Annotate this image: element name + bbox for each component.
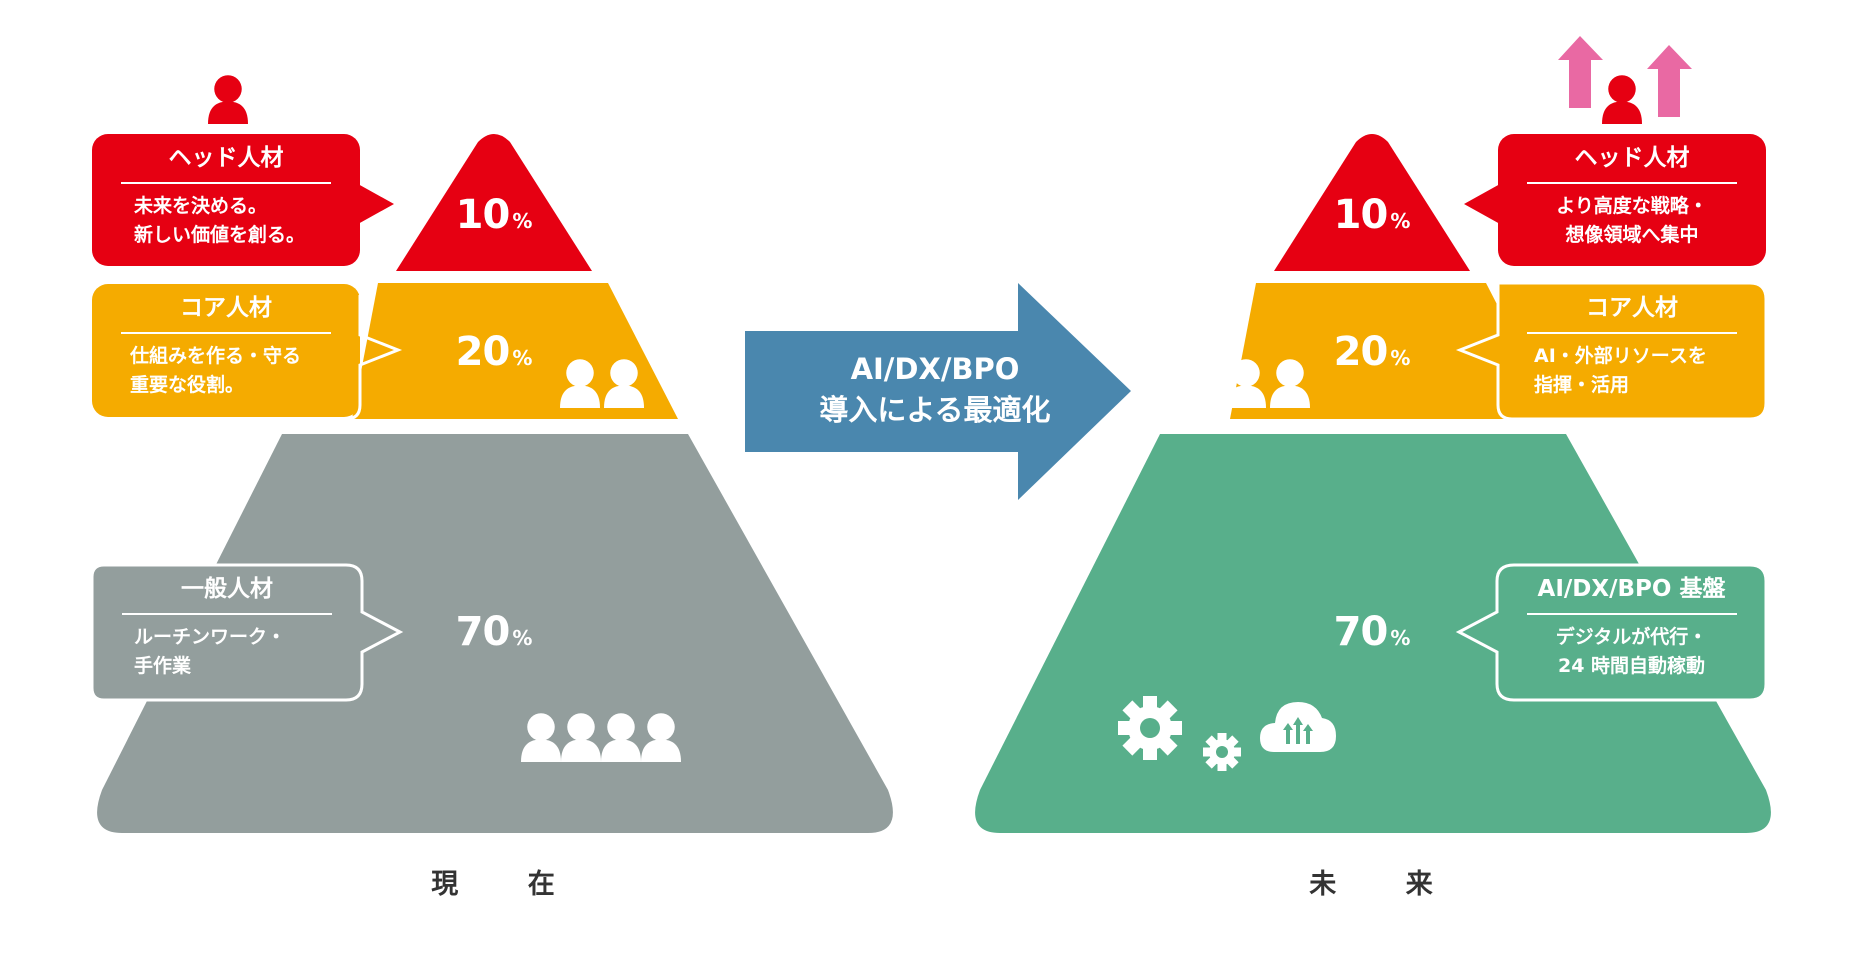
callout-title: ヘッド人材 <box>1574 145 1690 171</box>
desc-line: ルーチンワーク・ <box>134 626 286 648</box>
current-general-percent: 70% <box>456 609 533 655</box>
desc-line: 手作業 <box>134 655 192 677</box>
transition-label: AI/DX/BPO 導入による最適化 <box>745 331 1125 452</box>
future-head-person-icon <box>1602 75 1642 124</box>
callout-divider <box>121 332 331 334</box>
current-pyramid <box>97 134 893 833</box>
desc-line: 24 時間自動稼動 <box>1557 655 1706 677</box>
callout-desc: AI・外部リソースを指揮・活用 <box>1498 334 1766 400</box>
percent-value: 20 <box>1333 329 1389 375</box>
callout-desc: デジタルが代行・ 24 時間自動稼動 <box>1497 615 1766 681</box>
current-general-callout-text: 一般人材 ルーチンワーク・手作業 <box>92 565 362 700</box>
future-head-tier <box>1274 134 1470 271</box>
desc-line: 仕組みを作る・守る <box>130 345 302 367</box>
future-head-callout-text: ヘッド人材 より高度な戦略・想像領域へ集中 <box>1498 134 1766 266</box>
callout-divider <box>1527 182 1737 184</box>
future-head-callout <box>1464 134 1766 266</box>
future-platform-callout-text: AI/DX/BPO 基盤 デジタルが代行・ 24 時間自動稼動 <box>1497 565 1766 700</box>
gear-small-icon <box>1203 733 1241 771</box>
callout-title: AI/DX/BPO 基盤 <box>1537 576 1726 602</box>
desc-line: デジタルが代行・ <box>1555 626 1708 648</box>
percent-value: 70 <box>1333 609 1389 655</box>
callout-title: コア人材 <box>180 295 272 321</box>
desc-line: 重要な役割。 <box>130 374 245 396</box>
future-head-percent: 10% <box>1334 192 1411 238</box>
desc-line: より高度な戦略・ <box>1556 195 1708 217</box>
future-core-callout <box>1455 281 1768 421</box>
current-head-person-icon <box>208 75 248 124</box>
desc-line: AI・外部リソースを <box>1534 345 1707 367</box>
callout-divider <box>121 182 331 184</box>
current-head-callout-text: ヘッド人材 未来を決める。新しい価値を創る。 <box>92 134 360 266</box>
callout-desc: 未来を決める。新しい価値を創る。 <box>92 184 360 250</box>
desc-line: 想像領域へ集中 <box>1565 224 1699 246</box>
callout-divider <box>1527 332 1737 334</box>
callout-divider <box>122 613 332 615</box>
current-core-percent: 20% <box>456 329 533 375</box>
percent-unit: % <box>512 209 533 233</box>
desc-line: 指揮・活用 <box>1534 374 1630 396</box>
current-core-callout <box>92 284 403 421</box>
current-head-percent: 10% <box>456 192 533 238</box>
percent-unit: % <box>1390 346 1411 370</box>
percent-unit: % <box>512 626 533 650</box>
percent-value: 70 <box>455 609 511 655</box>
percent-value: 20 <box>455 329 511 375</box>
transition-line-2: 導入による最適化 <box>819 393 1051 427</box>
future-core-tier <box>1230 283 1556 419</box>
callout-title: 一般人材 <box>181 576 273 602</box>
transition-line-1: AI/DX/BPO <box>850 352 1020 386</box>
current-caption: 現 在 <box>431 869 585 900</box>
current-head-tier <box>396 134 592 271</box>
callout-desc: ルーチンワーク・手作業 <box>92 615 362 681</box>
future-core-percent: 20% <box>1334 329 1411 375</box>
gear-icon <box>1118 696 1182 760</box>
cloud-upload-icon <box>1260 702 1336 752</box>
callout-title: コア人材 <box>1586 295 1678 321</box>
callout-desc: より高度な戦略・想像領域へ集中 <box>1498 184 1766 250</box>
current-head-callout <box>92 134 394 266</box>
desc-line: 新しい価値を創る。 <box>134 224 306 246</box>
callout-desc: 仕組みを作る・守る重要な役割。 <box>92 334 360 400</box>
future-platform-callout <box>1455 563 1768 702</box>
future-core-callout-text: コア人材 AI・外部リソースを指揮・活用 <box>1498 284 1766 417</box>
future-platform-percent: 70% <box>1334 609 1411 655</box>
percent-unit: % <box>1390 626 1411 650</box>
future-caption: 未 来 <box>1309 869 1463 900</box>
percent-value: 10 <box>455 192 511 238</box>
percent-unit: % <box>512 346 533 370</box>
current-core-tier <box>352 283 678 419</box>
current-core-callout-text: コア人材 仕組みを作る・守る重要な役割。 <box>92 284 360 417</box>
callout-divider <box>1526 613 1737 615</box>
transition-arrow <box>745 283 1131 500</box>
current-general-tier <box>97 434 893 833</box>
up-arrow-icon <box>1558 36 1692 117</box>
callout-title: ヘッド人材 <box>168 145 284 171</box>
percent-value: 10 <box>1333 192 1389 238</box>
current-general-callout <box>90 563 404 702</box>
percent-unit: % <box>1390 209 1411 233</box>
desc-line: 未来を決める。 <box>134 195 268 217</box>
